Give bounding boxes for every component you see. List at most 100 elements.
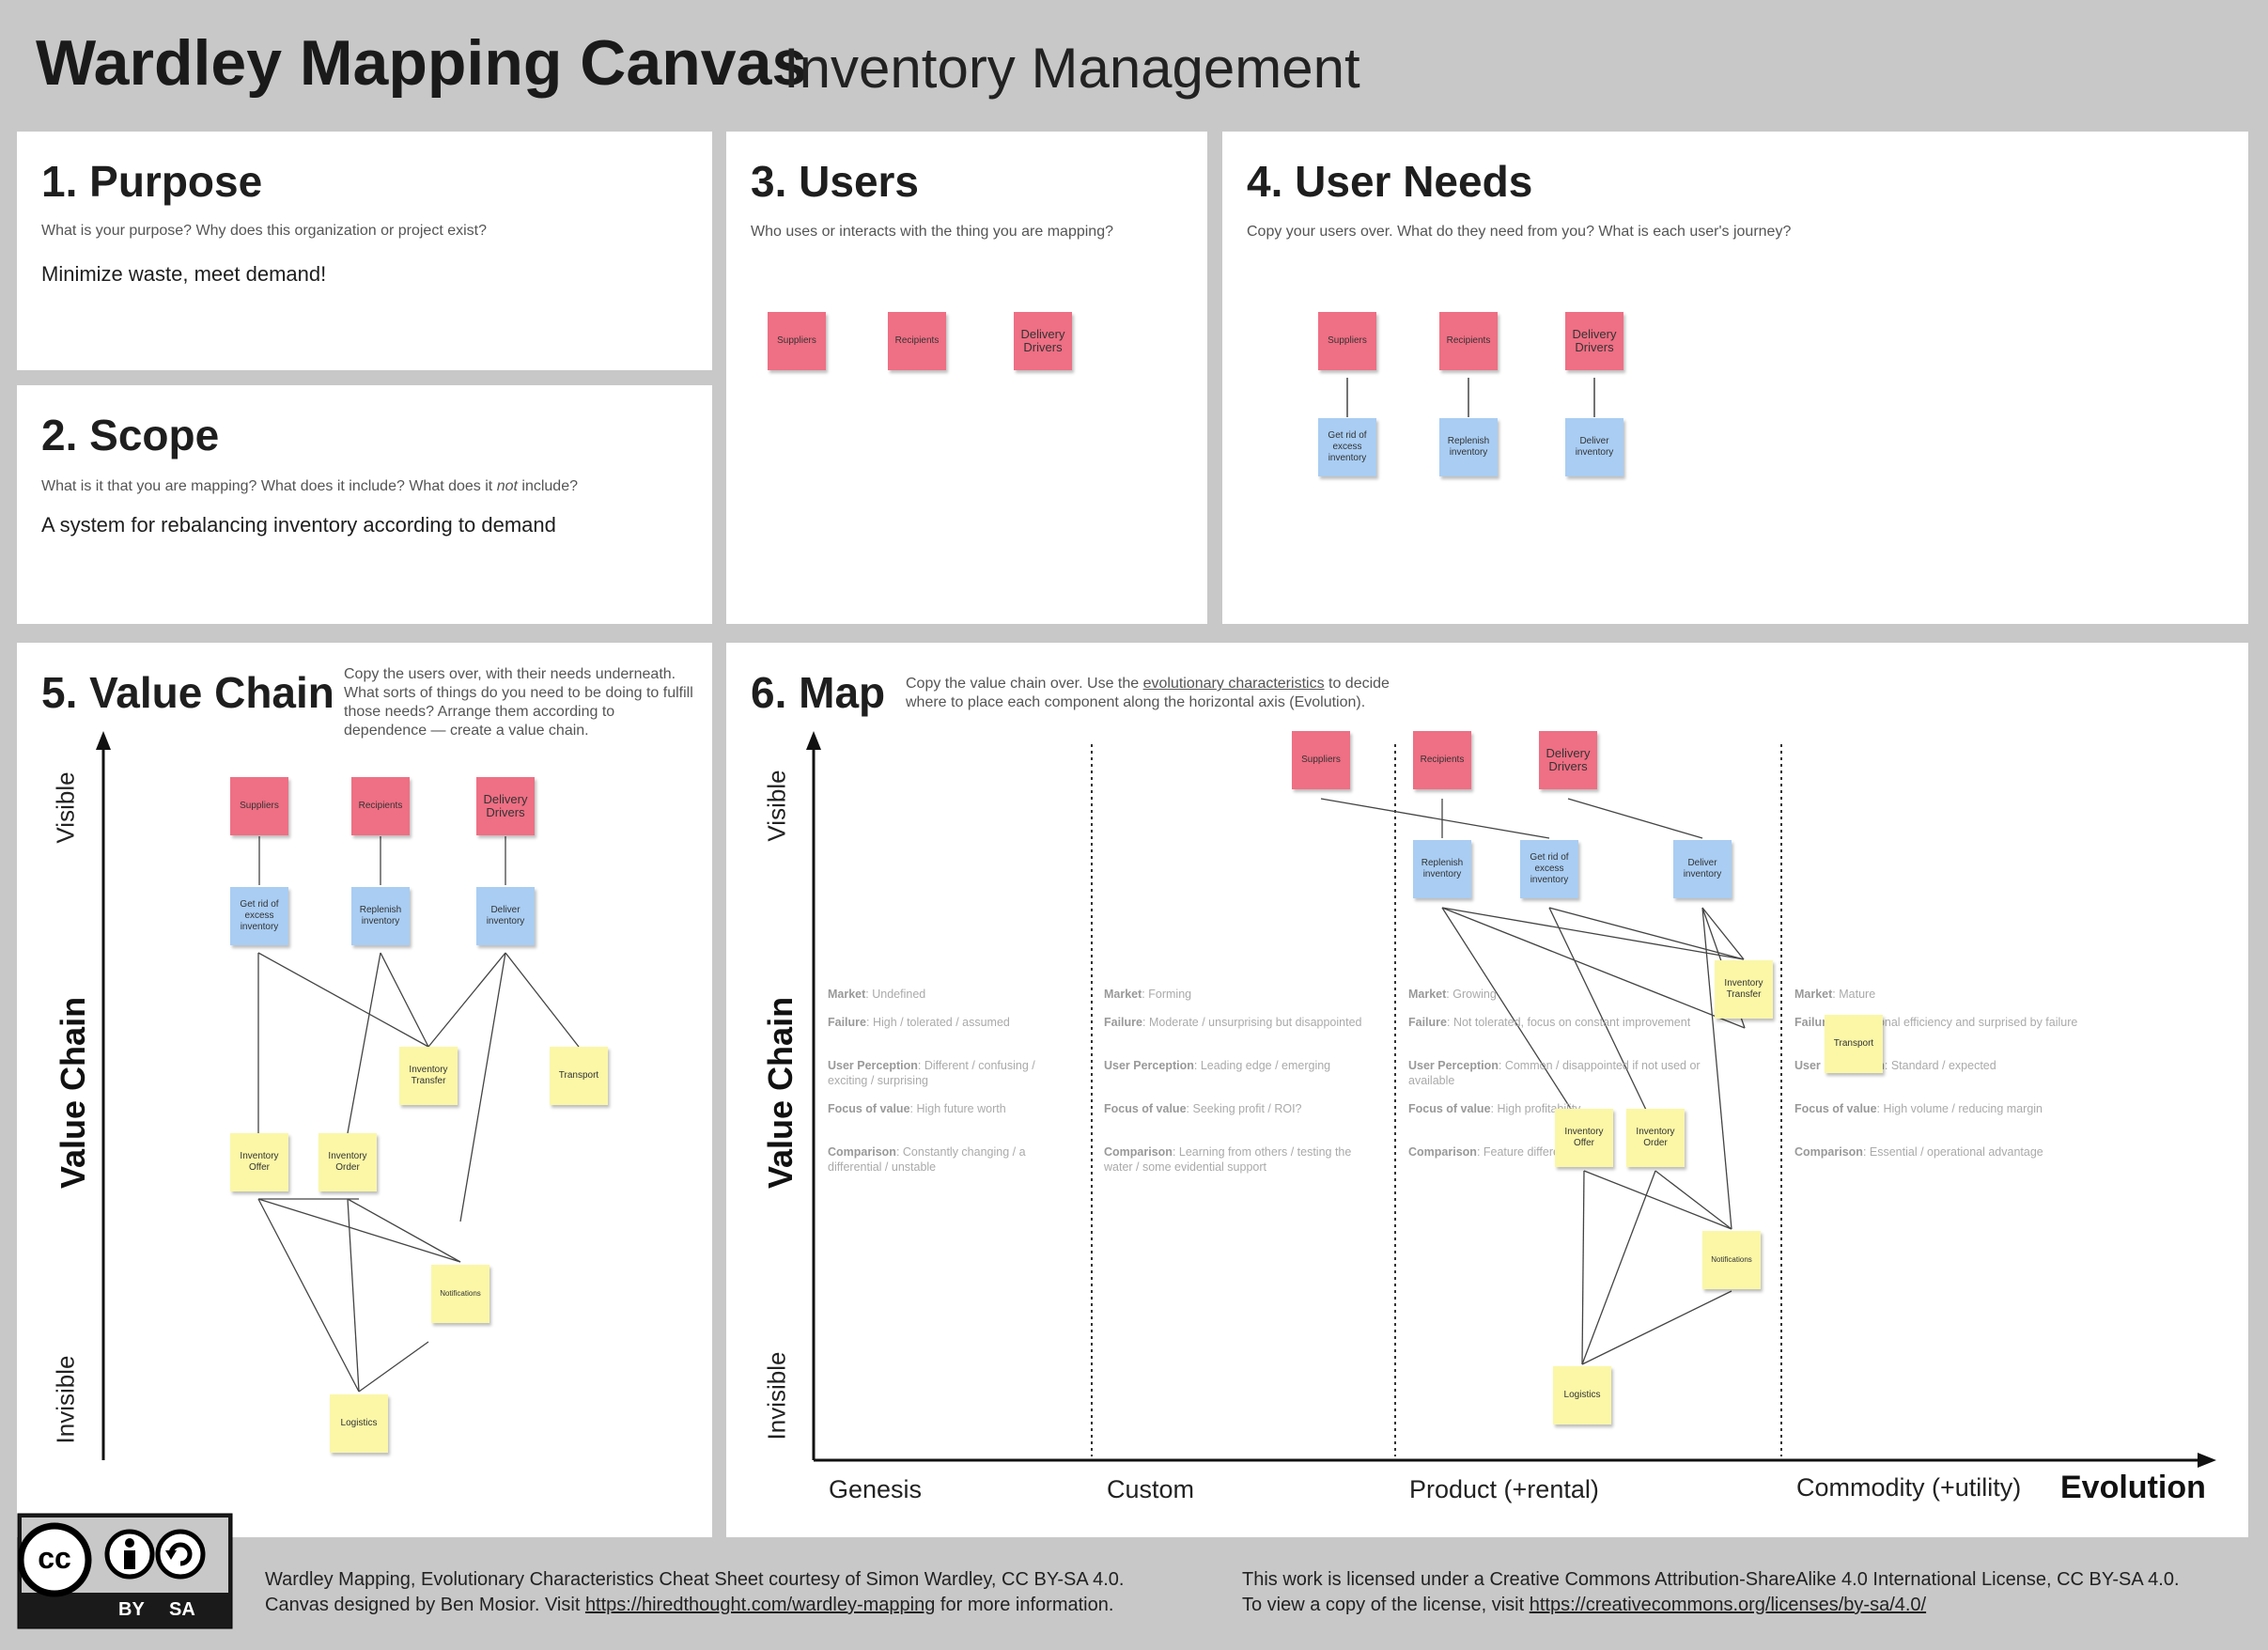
sticky-get-rid-of-excess-inventory[interactable]: Get rid of excess inventory [230,887,288,945]
sticky-inventory-order[interactable]: Inventory Order [1626,1109,1685,1167]
sticky-suppliers[interactable]: Suppliers [1318,312,1376,370]
sticky-deliver-inventory[interactable]: Deliver inventory [476,887,535,945]
scope-heading: 2. Scope [41,411,220,459]
sticky-inventory-transfer[interactable]: Inventory Transfer [399,1047,458,1105]
license-line-1: This work is licensed under a Creative C… [1242,1569,2180,1590]
credit-text: Canvas designed by Ben Mosior. Visit [265,1595,585,1615]
user-needs-question: Copy your users over. What do they need … [1247,224,1792,240]
scope-question: What is it that you are mapping? What do… [41,478,578,495]
char-value: Feature difference [1483,1145,1579,1159]
sticky-inventory-offer[interactable]: Inventory Offer [230,1133,288,1191]
purpose-answer[interactable]: Minimize waste, meet demand! [41,262,327,286]
char-value: Common / disappointed if not used or ava… [1408,1059,1701,1087]
scope-question-end: include? [517,478,578,494]
sticky-suppliers[interactable]: Suppliers [768,312,826,370]
sticky-delivery-drivers[interactable]: Delivery Drivers [476,777,535,835]
char-label: Failure [828,1016,866,1029]
sticky-transport[interactable]: Transport [550,1047,608,1105]
sticky-notifications[interactable]: Notifications [431,1265,489,1323]
map-invisible-label: Invisible [762,1351,791,1440]
scope-answer[interactable]: A system for rebalancing inventory accor… [41,513,556,537]
user-needs-heading: 4. User Needs [1247,157,1533,206]
char-value: Seeking profit / ROI? [1192,1102,1302,1115]
char-value: Not tolerated, focus on constant improve… [1452,1016,1691,1029]
user-needs-panel: 4. User Needs Copy your users over. What… [1222,132,2248,624]
characteristics-commodity: Market: Mature Failure: Operational effi… [1794,987,2151,1160]
char-label: Comparison [1408,1145,1477,1159]
value-chain-panel: 5. Value Chain Copy the users over, with… [17,643,712,1537]
char-row-failure: Failure: High / tolerated / assumed [828,1016,1010,1029]
char-value: Undefined [872,988,926,1001]
sticky-suppliers[interactable]: Suppliers [230,777,288,835]
sticky-get-rid-of-excess-inventory[interactable]: Get rid of excess inventory [1318,418,1376,476]
char-row-failure: Failure: Moderate / unsurprising but dis… [1104,1016,1362,1029]
char-row-focus: Focus of value: High volume / reducing m… [1794,1102,2043,1115]
sticky-inventory-offer[interactable]: Inventory Offer [1555,1109,1613,1167]
by-label: BY [118,1599,145,1620]
sticky-delivery-drivers[interactable]: Delivery Drivers [1014,312,1072,370]
map-visible-label: Visible [762,770,791,842]
sticky-transport[interactable]: Transport [1825,1015,1883,1073]
sticky-recipients[interactable]: Recipients [1413,731,1471,789]
char-label: Market [1794,988,1833,1001]
char-label: Focus of value [1104,1102,1187,1115]
map-graph [806,731,2216,1468]
sticky-logistics[interactable]: Logistics [1553,1366,1611,1424]
sticky-inventory-transfer[interactable]: Inventory Transfer [1715,960,1773,1019]
sticky-replenish-inventory[interactable]: Replenish inventory [1439,418,1498,476]
cc-icon: cc [38,1541,71,1575]
sticky-recipients[interactable]: Recipients [888,312,946,370]
footer-license: This work is licensed under a Creative C… [1242,1567,2180,1618]
sticky-replenish-inventory[interactable]: Replenish inventory [351,887,410,945]
char-label: User Perception [1104,1059,1194,1072]
sticky-delivery-drivers[interactable]: Delivery Drivers [1539,731,1597,789]
char-label: User Perception [828,1059,918,1072]
char-label: Comparison [1104,1145,1173,1159]
scope-question-emphasis: not [496,478,518,494]
user-needs-connectors [1346,378,1595,417]
value-chain-hint: Copy the users over, with their needs un… [344,666,693,739]
license-line-2: To view a copy of the license, visit htt… [1242,1593,2180,1618]
char-label: Comparison [1794,1145,1863,1159]
sticky-recipients[interactable]: Recipients [1439,312,1498,370]
value-chain-heading: 5. Value Chain [41,668,334,717]
value-chain-graph [96,731,580,1460]
char-row-perception: User Perception: Leading edge / emerging [1104,1059,1331,1072]
hiredthought-link[interactable]: https://hiredthought.com/wardley-mapping [584,1595,936,1615]
char-label: Failure [1408,1016,1447,1029]
sticky-inventory-order[interactable]: Inventory Order [318,1133,377,1191]
map-hint-line2: where to place each component along the … [906,694,1366,710]
sticky-notifications[interactable]: Notifications [1702,1231,1761,1289]
value-chain-visible-label: Visible [51,771,80,844]
char-value: High future worth [916,1102,1006,1115]
sticky-get-rid-of-excess-inventory[interactable]: Get rid of excess inventory [1520,840,1578,898]
char-row-failure: Failure: Operational efficiency and surp… [1794,1015,2151,1058]
char-value: Mature [1839,988,1876,1001]
char-row-comparison: Comparison: Constantly changing / a diff… [828,1145,1026,1174]
map-panel: 6. Map Copy the value chain over. Use th… [726,643,2248,1537]
char-value: Standard / expected [1890,1059,1996,1072]
evolution-axis-title: Evolution [2060,1470,2206,1505]
char-row-failure: Failure: Not tolerated, focus on constan… [1408,1016,1691,1029]
sticky-replenish-inventory[interactable]: Replenish inventory [1413,840,1471,898]
cc-license-badge[interactable]: cc BY SA [17,1513,233,1629]
sticky-logistics[interactable]: Logistics [330,1394,388,1453]
sticky-deliver-inventory[interactable]: Deliver inventory [1673,840,1732,898]
evolutionary-characteristics-link[interactable]: evolutionary characteristics [1142,676,1325,692]
sticky-deliver-inventory[interactable]: Deliver inventory [1565,418,1623,476]
sticky-delivery-drivers[interactable]: Delivery Drivers [1565,312,1623,370]
creativecommons-link[interactable]: https://creativecommons.org/licenses/by-… [1529,1595,1927,1615]
stage-commodity: Commodity (+utility) [1796,1473,2022,1502]
users-question: Who uses or interacts with the thing you… [751,224,1113,240]
sticky-suppliers[interactable]: Suppliers [1292,731,1350,789]
char-value: Operational efficiency and surprised by … [1839,1016,2078,1029]
char-row-focus: Focus of value: High future worth [828,1102,1006,1115]
char-label: Market [1104,988,1142,1001]
value-chain-axis-title: Value Chain [54,996,92,1189]
char-row-comparison: Comparison: Learning from others / testi… [1104,1145,1352,1174]
char-value: Growing [1452,988,1497,1001]
stage-genesis: Genesis [829,1475,923,1503]
char-row-comparison: Comparison: Feature difference [1408,1145,1579,1159]
sticky-recipients[interactable]: Recipients [351,777,410,835]
map-hint-text: Copy the value chain over. Use the [906,676,1143,692]
